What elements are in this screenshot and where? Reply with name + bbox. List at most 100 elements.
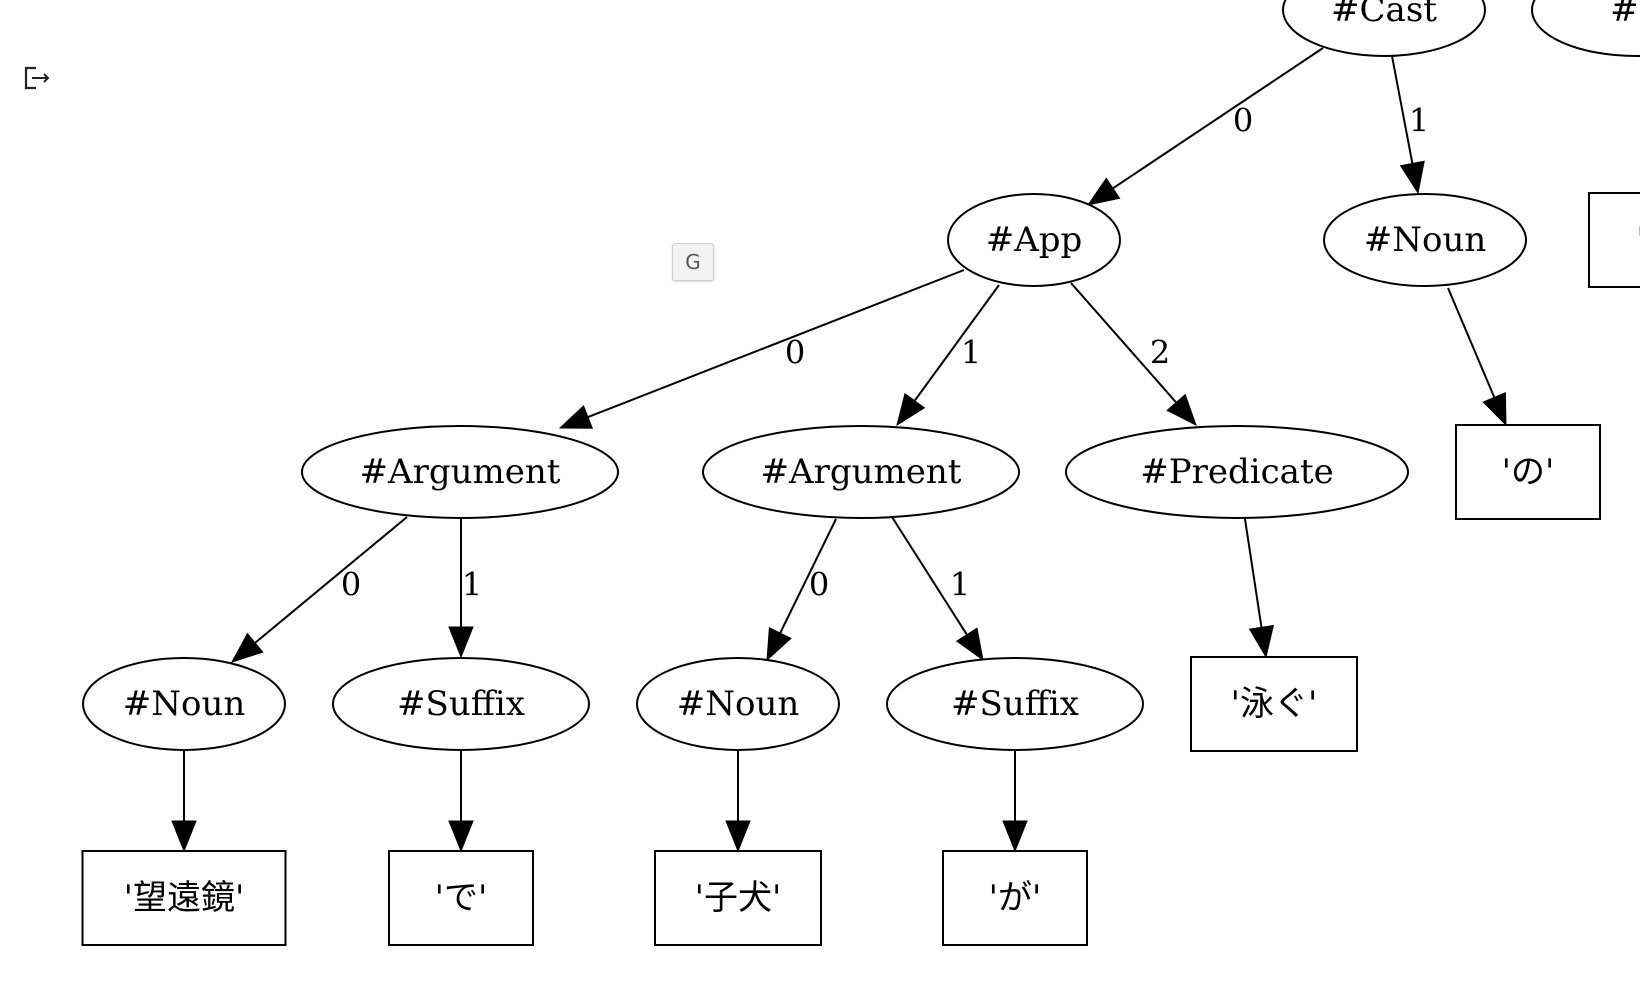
edge-label: 1 (462, 566, 482, 604)
node-oyogu: '泳ぐ' (1190, 656, 1358, 752)
edge-noun_top-to-no (1447, 287, 1507, 427)
edge-arrowhead (448, 626, 474, 659)
node-ellipse (636, 657, 840, 751)
node-label: 'で' (435, 878, 488, 918)
edge-line (891, 516, 968, 636)
edge-arrowhead (1086, 177, 1121, 206)
node-box (1588, 192, 1640, 288)
node-label: #Suffix (951, 684, 1079, 724)
node-ellipse (1282, 0, 1486, 57)
edge-line (913, 284, 1000, 402)
node-label: #Noun (123, 684, 246, 724)
node-ellipse (1065, 425, 1409, 519)
edge-arrowhead (448, 820, 474, 853)
edge-line (1244, 518, 1263, 628)
node-suffix_b: #Suffix (886, 657, 1144, 751)
edge-arrowhead (230, 632, 264, 663)
edges-layer: 0 1 0 1 2 0 1 0 1 (171, 47, 1507, 853)
node-label: #Cast (1331, 0, 1437, 30)
edge-line (1112, 47, 1324, 190)
node-box (1455, 424, 1601, 520)
node-suffix_a: #Suffix (332, 657, 590, 751)
node-ellipse (301, 425, 619, 519)
node-label: #App (986, 220, 1083, 260)
edge-arrowhead (766, 627, 792, 662)
node-label: #Argument (761, 452, 962, 492)
node-noun_b: #Noun (636, 657, 840, 751)
node-app: #App (947, 193, 1121, 287)
node-box (942, 850, 1088, 946)
node-label: #Noun (1364, 220, 1487, 260)
edge-label: 1 (1409, 102, 1429, 140)
edge-app-to-arg0: 0 (558, 269, 965, 429)
node-no: 'の' (1455, 424, 1601, 520)
edge-label: 0 (1233, 102, 1253, 140)
node-box (1190, 656, 1358, 752)
node-label: #Argument (360, 452, 561, 492)
edge-arrowhead (1002, 820, 1028, 853)
g-badge-button[interactable]: G (672, 243, 714, 281)
node-s_partial: #S (1531, 0, 1640, 57)
edge-label: 0 (341, 566, 361, 604)
edge-arrowhead (725, 820, 751, 853)
node-label: #S (1610, 0, 1640, 30)
node-ga: 'が' (942, 850, 1088, 946)
edge-line (779, 518, 837, 634)
node-bouenkyou: '望遠鏡' (81, 850, 287, 946)
node-ellipse (947, 193, 1121, 287)
edge-line (1447, 287, 1496, 398)
node-box (81, 850, 287, 946)
node-arg1: #Argument (702, 425, 1020, 519)
node-ellipse (1323, 193, 1527, 287)
edge-label: 0 (809, 566, 829, 604)
edge-arrowhead (1482, 391, 1507, 427)
edge-arg1-to-suffix_b: 1 (891, 516, 984, 662)
edge-line (1391, 55, 1414, 164)
edge-noun_b-to-koinu (725, 750, 751, 853)
edge-app-to-pred: 2 (1070, 282, 1197, 427)
edge-label: 0 (785, 334, 805, 372)
output-redirect-icon[interactable] (20, 60, 56, 96)
node-cast: #Cast (1282, 0, 1486, 57)
edge-cast-to-noun_top: 1 (1391, 55, 1429, 195)
edge-arg1-to-noun_b: 0 (766, 518, 837, 662)
edge-arrowhead (1399, 160, 1425, 195)
node-label: #Suffix (397, 684, 525, 724)
node-label: 'が' (989, 878, 1042, 918)
node-label: '泳ぐ' (1231, 684, 1318, 724)
node-ellipse (886, 657, 1144, 751)
edge-arrowhead (1248, 624, 1275, 659)
node-box (654, 850, 822, 946)
node-noun_a: #Noun (82, 657, 286, 751)
node-ellipse (702, 425, 1020, 519)
edge-label: 1 (950, 566, 970, 604)
edge-line (587, 269, 965, 419)
node-ellipse (82, 657, 286, 751)
edge-arrowhead (896, 392, 926, 427)
edge-arg0-to-noun_a: 0 (230, 516, 408, 663)
edge-line (1070, 282, 1177, 404)
edge-label: 2 (1150, 334, 1170, 372)
node-box_partial: ' (1588, 192, 1640, 288)
node-arg0: #Argument (301, 425, 619, 519)
node-label: '子犬' (695, 878, 782, 918)
node-ellipse (1531, 0, 1640, 57)
edge-arrowhead (955, 627, 984, 662)
node-noun_top: #Noun (1323, 193, 1527, 287)
edge-label: 1 (961, 334, 981, 372)
nodes-layer: #Cast #S #App #Noun ' #Argument #Argument #Pred… (81, 0, 1640, 946)
edge-suffix_b-to-ga (1002, 750, 1028, 853)
node-pred: #Predicate (1065, 425, 1409, 519)
edge-arrowhead (1166, 393, 1197, 427)
node-koinu: '子犬' (654, 850, 822, 946)
node-label: '望遠鏡' (124, 878, 245, 918)
node-de: 'で' (388, 850, 534, 946)
edge-arg0-to-suffix_a: 1 (448, 518, 482, 659)
edge-suffix_a-to-de (448, 750, 474, 853)
edge-line (254, 516, 408, 644)
edge-cast-to-app: 0 (1086, 47, 1324, 206)
node-box (388, 850, 534, 946)
node-label: ' (1636, 220, 1640, 260)
node-ellipse (332, 657, 590, 751)
